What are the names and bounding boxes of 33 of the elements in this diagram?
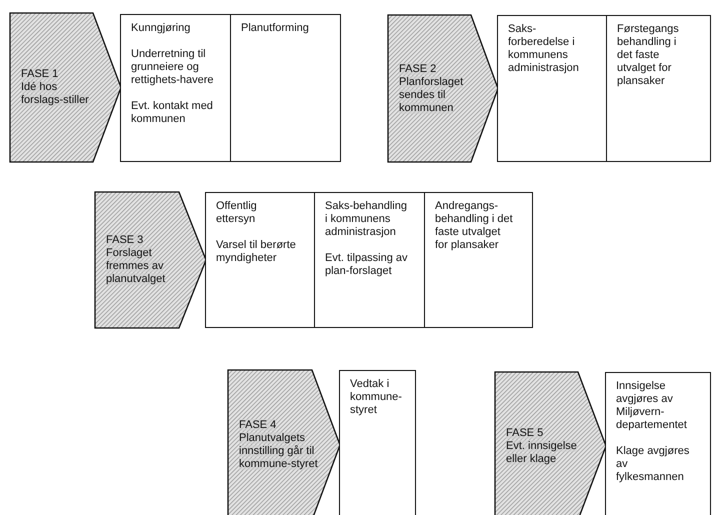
step-text: Offentlig ettersyn xyxy=(216,200,258,226)
phase-title: Forslaget fremmes av planutvalget xyxy=(106,247,166,286)
step-column xyxy=(605,372,711,515)
step-text: Evt. tilpassing av plan-forslaget xyxy=(325,252,408,278)
step-text: Førstegangs behandling i det faste utvalget for plansaker xyxy=(617,23,680,88)
phase-number: FASE 3 xyxy=(106,234,144,247)
step-text: Vedtak i kommune-styret xyxy=(350,378,399,417)
step-text: Evt. kontakt med kommunen xyxy=(131,100,214,126)
step-column xyxy=(315,192,425,328)
phase-title: Planutvalgets innstilling går til kommune-styret xyxy=(239,432,319,471)
phase-number: FASE 1 xyxy=(21,68,60,81)
phase-number: FASE 5 xyxy=(506,426,544,440)
phase-number: FASE 2 xyxy=(399,62,438,76)
step-column xyxy=(120,14,231,162)
step-text: Planutforming xyxy=(241,22,310,35)
phase-title: Idé hos forslags-stiller xyxy=(21,81,90,107)
step-text: Andregangs-behandling i det faste utvalget for plansaker xyxy=(435,200,514,252)
step-text: Saks-forberedelse i kommunens administrasjon xyxy=(508,23,580,75)
step-column xyxy=(497,15,607,162)
step-column xyxy=(339,370,416,515)
step-text: Underretning til grunneiere og rettighets-havere xyxy=(131,48,214,87)
phase-number: FASE 4 xyxy=(239,419,278,432)
step-column xyxy=(425,192,533,328)
step-column xyxy=(231,14,341,162)
step-text: Kunngjøring xyxy=(131,22,192,35)
step-column xyxy=(205,192,315,328)
step-column xyxy=(607,15,711,162)
step-text: Saks-behandling i kommunens administrasjon xyxy=(325,200,408,239)
step-text: Klage avgjøres av fylkesmannen xyxy=(616,445,690,484)
step-text: Innsigelse avgjøres av Miljøvern-departementet xyxy=(616,380,688,432)
phase-title: Planforslaget sendes til kommunen xyxy=(399,76,464,114)
phase-title: Evt. innsigelse eller klage xyxy=(506,440,578,466)
step-text: Varsel til berørte myndigheter xyxy=(216,239,297,265)
